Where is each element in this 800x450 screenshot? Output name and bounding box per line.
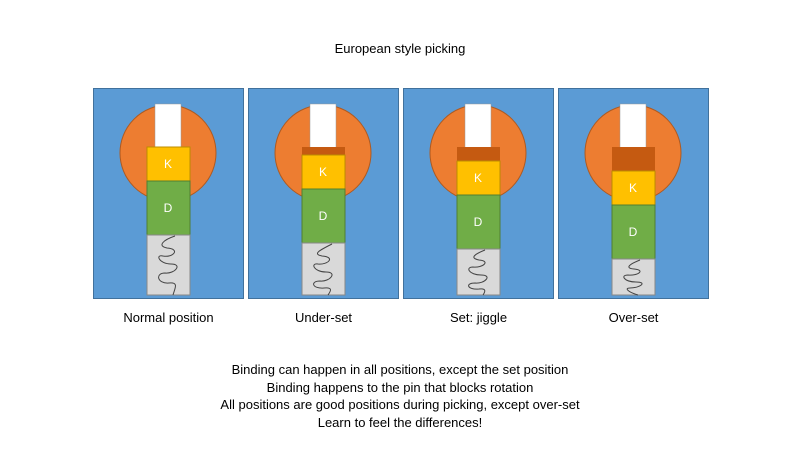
label-over-set: Over-set [608,310,659,325]
label-normal-position: Normal position [123,310,214,325]
keyway-slot [619,103,647,149]
key-pin [456,160,501,196]
key-pin [146,146,191,182]
note-line: All positions are good positions during … [220,397,580,412]
panel-set-jiggle: K D [403,88,554,299]
keyway-slot [154,103,182,149]
key-pin-label: K [319,165,327,179]
driver-pin [611,204,656,260]
note-line: Binding happens to the pin that blocks r… [266,379,534,395]
key-pin-label: K [629,181,637,195]
spring-chamber [301,242,346,296]
notes: Binding can happen in all positions, exc… [0,361,800,431]
panel-under-set: K D [248,88,399,299]
key-pin [611,170,656,206]
panel-over-set: K D [558,88,709,299]
spring-chamber [456,248,501,296]
overset-region [457,147,500,161]
keyway-slot [464,103,492,149]
spring-icon [158,235,178,296]
key-pin [301,154,346,190]
driver-pin [301,188,346,244]
note-line: Learn to feel the differences! [317,414,483,430]
spring-icon [313,243,333,296]
driver-pin-label: D [319,209,328,223]
diagram-title: European style picking [334,41,466,56]
key-pin-label: K [474,171,482,185]
driver-pin [146,180,191,236]
driver-pin-label: D [164,201,173,215]
driver-pin [456,194,501,250]
driver-pin-label: D [629,225,638,239]
keyway-slot [309,103,337,149]
key-pin-label: K [164,157,172,171]
label-under-set: Under-set [294,310,353,325]
spring-icon [468,249,488,296]
note-line: Binding can happen in all positions, exc… [231,362,569,377]
driver-pin-label: D [474,215,483,229]
spring-icon [623,259,643,296]
spring-chamber [146,234,191,296]
panel-normal-position: K D [93,88,244,299]
label-set-jiggle: Set: jiggle [449,310,508,325]
overset-region [612,147,655,171]
overset-region [302,147,345,155]
spring-chamber [611,258,656,296]
